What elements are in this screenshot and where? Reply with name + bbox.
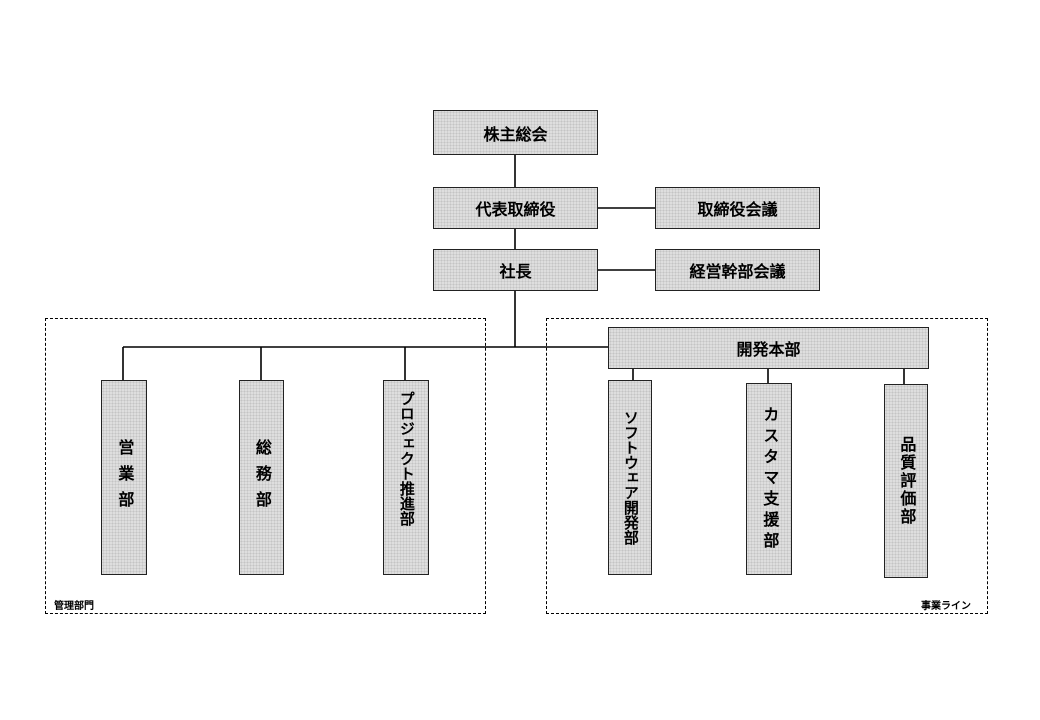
node-executive-meeting: 経営幹部会議: [655, 249, 820, 291]
group-management-label: 管理部門: [54, 601, 94, 612]
group-management: [45, 318, 486, 614]
group-business-line: [546, 318, 988, 614]
node-representative-director: 代表取締役: [433, 187, 598, 229]
node-president: 社長: [433, 249, 598, 291]
node-general-affairs: 総務部: [239, 380, 284, 575]
node-customer-support: カスタマ支援部: [746, 383, 792, 575]
node-board-meeting: 取締役会議: [655, 187, 820, 229]
node-shareholders: 株主総会: [433, 110, 598, 155]
node-software-dev: ソフトウェア開発部: [608, 380, 652, 575]
node-quality-eval: 品質評価部: [884, 384, 928, 578]
group-business-line-label: 事業ライン: [921, 601, 971, 612]
node-project-promotion: プロジェクト推進部: [383, 380, 429, 575]
node-dev-headquarters: 開発本部: [608, 327, 929, 369]
node-sales: 営業部: [101, 380, 147, 575]
